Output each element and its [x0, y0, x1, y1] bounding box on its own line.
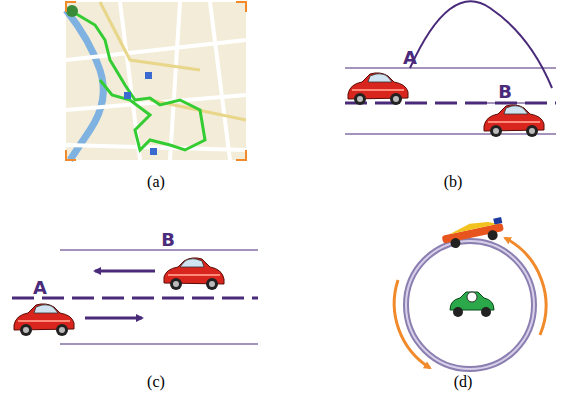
car-label: A [403, 49, 417, 67]
road-b [345, 1, 556, 137]
race-car [440, 217, 505, 250]
street-map [66, 2, 246, 160]
car-label: B [161, 231, 175, 249]
panel-caption: (b) [444, 174, 463, 190]
panel-caption: (a) [147, 174, 165, 190]
panel-caption: (c) [147, 374, 165, 390]
green-car [450, 292, 494, 317]
road-c [12, 250, 258, 344]
circular-track [394, 217, 546, 369]
panel-caption: (d) [454, 374, 473, 390]
car-label: A [33, 279, 47, 297]
car-label: B [498, 83, 512, 101]
